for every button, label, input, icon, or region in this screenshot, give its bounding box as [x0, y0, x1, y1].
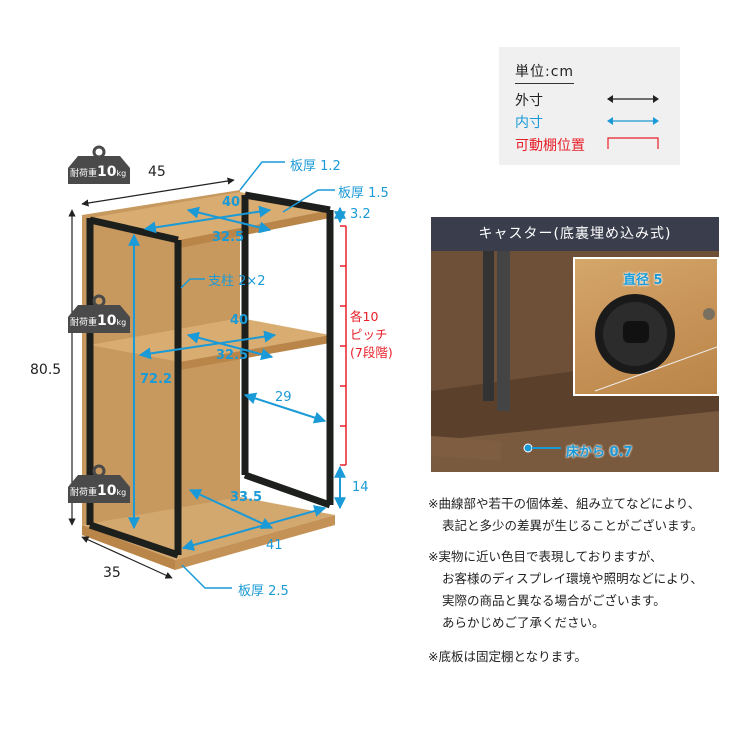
- top-board-thickness-label: 板厚 1.2: [290, 159, 341, 174]
- load-badge-unit: kg: [116, 318, 127, 327]
- shelf-diagram: [68, 145, 347, 589]
- shelf-pitch-note: 各10 ピッチ (7段階): [350, 308, 393, 362]
- mid-shelf-depth-label: 32.5: [216, 348, 249, 363]
- top-gap-label: 3.2: [350, 207, 371, 222]
- note-2-line-4: あらかじめご了承ください。: [442, 615, 605, 630]
- load-badge-prefix: 耐荷重: [70, 169, 98, 179]
- bottom-board-thickness-label: 板厚 2.5: [238, 584, 289, 599]
- note-3-line-1: ※底板は固定棚となります。: [428, 649, 587, 664]
- unit-legend: 単位:cm 外寸 内寸 可動棚位置: [499, 47, 680, 165]
- inner-height-label: 72.2: [140, 372, 173, 387]
- legend-movable-label: 可動棚位置: [515, 138, 585, 154]
- note-2-line-2: お客様のディスプレイ環境や照明などにより、: [442, 571, 703, 586]
- load-badge-value: 10: [97, 313, 117, 329]
- load-badge-middle: 耐荷重10kg: [70, 313, 126, 329]
- caster-inset: 直径 5: [573, 257, 719, 396]
- floor-clearance-label: 床から 0.7: [566, 445, 633, 460]
- outer-width-label: 45: [148, 164, 166, 180]
- note-1: ※曲線部や若干の個体差、組み立てなどにより、 表記と多少の差異が生じることがござ…: [428, 493, 703, 537]
- outer-arrow-icon: [607, 95, 659, 103]
- pitch-line-2: ピッチ: [350, 327, 388, 342]
- bottom-inner-width-label: 41: [266, 538, 283, 553]
- movable-bracket-icon: [607, 137, 659, 149]
- note-1-line-1: ※曲線部や若干の個体差、組み立てなどにより、: [428, 496, 701, 511]
- caster-wheel-icon: [594, 294, 717, 392]
- outer-depth-label: 35: [103, 565, 121, 581]
- inner-arrow-icon: [607, 117, 659, 125]
- bottom-inner-depth-label: 33.5: [230, 490, 263, 505]
- load-badge-prefix: 耐荷重: [70, 318, 98, 328]
- load-badge-value: 10: [97, 483, 117, 499]
- load-badge-unit: kg: [116, 488, 127, 497]
- post-size-label: 支柱 2×2: [208, 274, 266, 289]
- caster-diameter-label: 直径 5: [623, 273, 663, 288]
- pitch-line-1: 各10: [350, 309, 379, 324]
- outer-height-label: 80.5: [30, 362, 62, 378]
- load-badge-unit: kg: [116, 169, 127, 178]
- load-badge-value: 10: [97, 164, 117, 180]
- floor-pointer-icon: [523, 443, 561, 453]
- load-badge-bottom: 耐荷重10kg: [70, 483, 126, 499]
- note-3: ※底板は固定棚となります。: [428, 646, 587, 668]
- side-depth-label: 29: [275, 390, 292, 405]
- top-shelf-depth-label: 32.5: [212, 230, 245, 245]
- caster-title: キャスター(底裏埋め込み式): [431, 217, 719, 251]
- top-shelf-width-label: 40: [222, 195, 241, 210]
- unit-label: 単位:cm: [515, 61, 575, 84]
- caster-panel: キャスター(底裏埋め込み式) 直径 5 床から 0.7: [431, 217, 719, 472]
- mid-shelf-width-label: 40: [230, 313, 249, 328]
- legend-inner-label: 内寸: [515, 115, 543, 131]
- note-2-line-1: ※実物に近い色目で表現しておりますが、: [428, 549, 663, 564]
- note-2-line-3: 実際の商品と異なる場合がございます。: [442, 593, 666, 608]
- note-1-line-2: 表記と多少の差異が生じることがございます。: [442, 518, 704, 533]
- load-badge-top: 耐荷重10kg: [70, 164, 126, 180]
- load-badge-prefix: 耐荷重: [70, 488, 98, 498]
- bottom-gap-label: 14: [352, 480, 369, 495]
- legend-outer-label: 外寸: [515, 93, 543, 109]
- shelf-board-thickness-label: 板厚 1.5: [338, 186, 389, 201]
- pitch-line-3: (7段階): [350, 345, 393, 360]
- note-2: ※実物に近い色目で表現しておりますが、 お客様のディスプレイ環境や照明などにより…: [428, 546, 703, 634]
